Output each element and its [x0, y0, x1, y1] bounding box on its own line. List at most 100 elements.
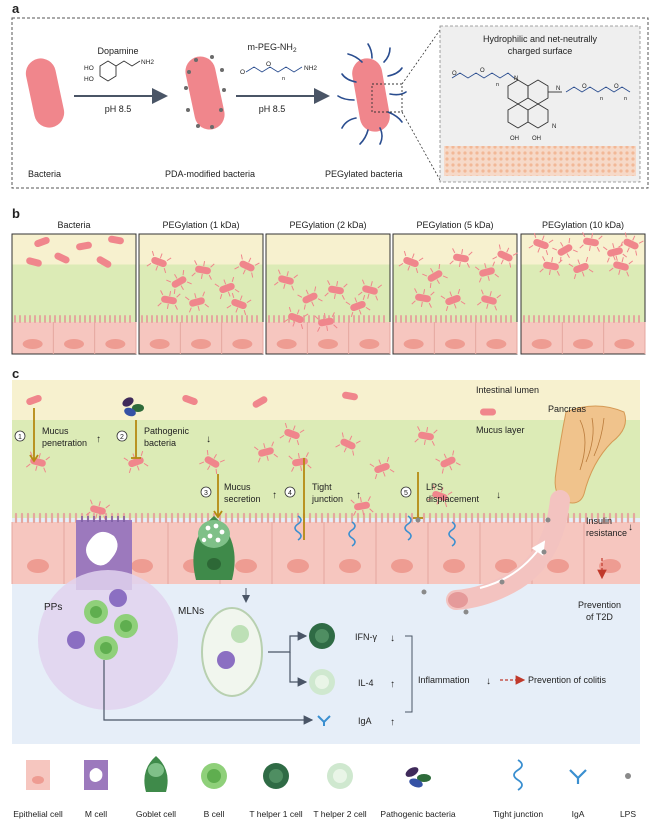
panel-b-bacterium	[324, 280, 348, 300]
bracket	[405, 635, 413, 713]
legend-goblet-granules	[148, 763, 164, 777]
step-number: 5	[404, 490, 408, 497]
mln-cell-2	[217, 651, 235, 669]
panel-b-bacterium	[528, 232, 554, 256]
th1-nucleus	[315, 629, 329, 643]
panel-b-bacterium	[34, 236, 50, 248]
mln-node	[201, 607, 263, 697]
step-effect-arrow: ↓	[496, 490, 501, 501]
epithelium-nucleus	[27, 559, 49, 573]
ifn-arrow: ↓	[390, 633, 395, 644]
vessel-flow-arrow	[479, 540, 546, 589]
pathogenic-bacteria-icon	[122, 397, 144, 417]
insulin-label-1: Insulin	[586, 516, 612, 526]
step-label-line2: penetration	[42, 438, 87, 448]
panel-a-label: a	[12, 1, 20, 16]
panel-b-nucleus	[64, 339, 84, 349]
atom-o-3: O	[452, 71, 457, 77]
panel-b-lumen-3	[266, 234, 390, 265]
panel-b-bacterium	[449, 248, 473, 268]
panel-c-bacterium	[26, 394, 42, 406]
step-arrow-head	[29, 454, 39, 463]
step2-reagent: m-PEG-NH2	[247, 42, 297, 54]
panel-b-bacterium	[314, 312, 338, 332]
panel-b-title-1: Bacteria	[57, 220, 90, 230]
legend-item-2: M cell	[84, 760, 108, 819]
th2-nucleus	[315, 675, 329, 689]
blood-vessel	[446, 490, 570, 610]
epithelium-nucleus	[339, 559, 361, 573]
panel-c-bacterium	[123, 450, 149, 474]
panel-b-bacterium	[108, 235, 124, 245]
atom-nh2-1: NH2	[141, 59, 154, 66]
step-number: 2	[120, 434, 124, 441]
panel-c-bacterium	[480, 408, 496, 416]
panel-c-bacterium	[414, 426, 438, 446]
ifn-label: IFN-γ	[355, 632, 377, 642]
panel-b-bacterium	[579, 232, 603, 252]
step-label-line2: displacement	[426, 494, 480, 504]
zoom-box	[371, 83, 403, 113]
legend-label: B cell	[204, 809, 225, 819]
panel-b-bacterium	[422, 264, 448, 288]
tight-junction	[348, 521, 356, 547]
step-number-circle	[14, 430, 26, 442]
panel-b-nucleus	[105, 339, 126, 349]
panel-c-bacterium	[335, 432, 361, 456]
atom-o-6: O	[614, 84, 619, 90]
panel-b-lumen-5	[521, 234, 645, 265]
legend-item-1: Epithelial cell	[13, 760, 63, 819]
atom-oh-2: OH	[532, 136, 541, 142]
mucus-layer-label: Mucus layer	[476, 425, 525, 435]
atom-o-5: O	[582, 84, 587, 90]
legend-pathogen-2	[417, 774, 431, 782]
epithelium-nucleus	[443, 559, 465, 573]
panel-b-title-4: PEGylation (5 kDa)	[416, 220, 493, 230]
atom-n-4: n	[600, 96, 603, 102]
panel-c-bacterium	[350, 496, 374, 516]
panel-b-nucleus	[531, 339, 552, 349]
panel-c-bacterium	[252, 396, 268, 408]
lps-dot	[415, 517, 421, 523]
legend-item-5: T helper 1 cell	[249, 763, 303, 819]
surface-title-1: Hydrophilic and net-neutrally	[483, 34, 598, 44]
panel-b-bacterium	[552, 238, 578, 262]
peg-label: PEGylated bacteria	[325, 169, 403, 179]
panel-b-nucleus	[359, 339, 380, 349]
panel-b-microvilli	[141, 315, 258, 323]
legend-item-7: Pathogenic bacteria	[380, 767, 456, 819]
step-effect-arrow: ↑	[272, 490, 277, 501]
panel-b-title-3: PEGylation (2 kDa)	[289, 220, 366, 230]
step-label-line2: secretion	[224, 494, 261, 504]
panel-c-bacterium	[85, 499, 111, 521]
step-effect-arrow: ↓	[206, 434, 211, 445]
panel-b-microvilli	[14, 315, 131, 323]
panel-b-title-2: PEGylation (1 kDa)	[162, 220, 239, 230]
legend-iga-icon	[569, 769, 587, 784]
pda-peg-structure	[451, 72, 631, 129]
step-number-circle	[200, 486, 212, 498]
legend-th1-nucleus	[269, 769, 283, 783]
mpeg-structure	[245, 66, 303, 73]
step-number: 4	[288, 490, 292, 497]
panel-b-bacterium	[297, 286, 323, 310]
intestinal-lumen-label: Intestinal lumen	[476, 385, 539, 395]
panel-b-nucleus	[445, 339, 465, 349]
mechanism-steps: 1Mucuspenetration↑2Pathogenicbacteria↓3M…	[14, 408, 501, 540]
panel-b-bacterium	[492, 244, 518, 268]
iga-arrow: ↑	[390, 717, 395, 728]
legend-label: T helper 1 cell	[249, 809, 302, 819]
tight-junction	[448, 521, 456, 547]
inflammation-label: Inflammation	[418, 675, 470, 685]
panel-b-nucleus	[403, 339, 424, 349]
legend-label: Pathogenic bacteria	[380, 809, 455, 819]
panel-b-bacterium	[357, 279, 383, 301]
atom-n-5: n	[624, 96, 627, 102]
epithelium-nucleus	[599, 559, 621, 573]
panel-b-bacterium	[618, 232, 644, 256]
panel-c-bacterium	[342, 391, 358, 401]
panel-b-box-2: PEGylation (1 kDa)	[138, 220, 264, 355]
